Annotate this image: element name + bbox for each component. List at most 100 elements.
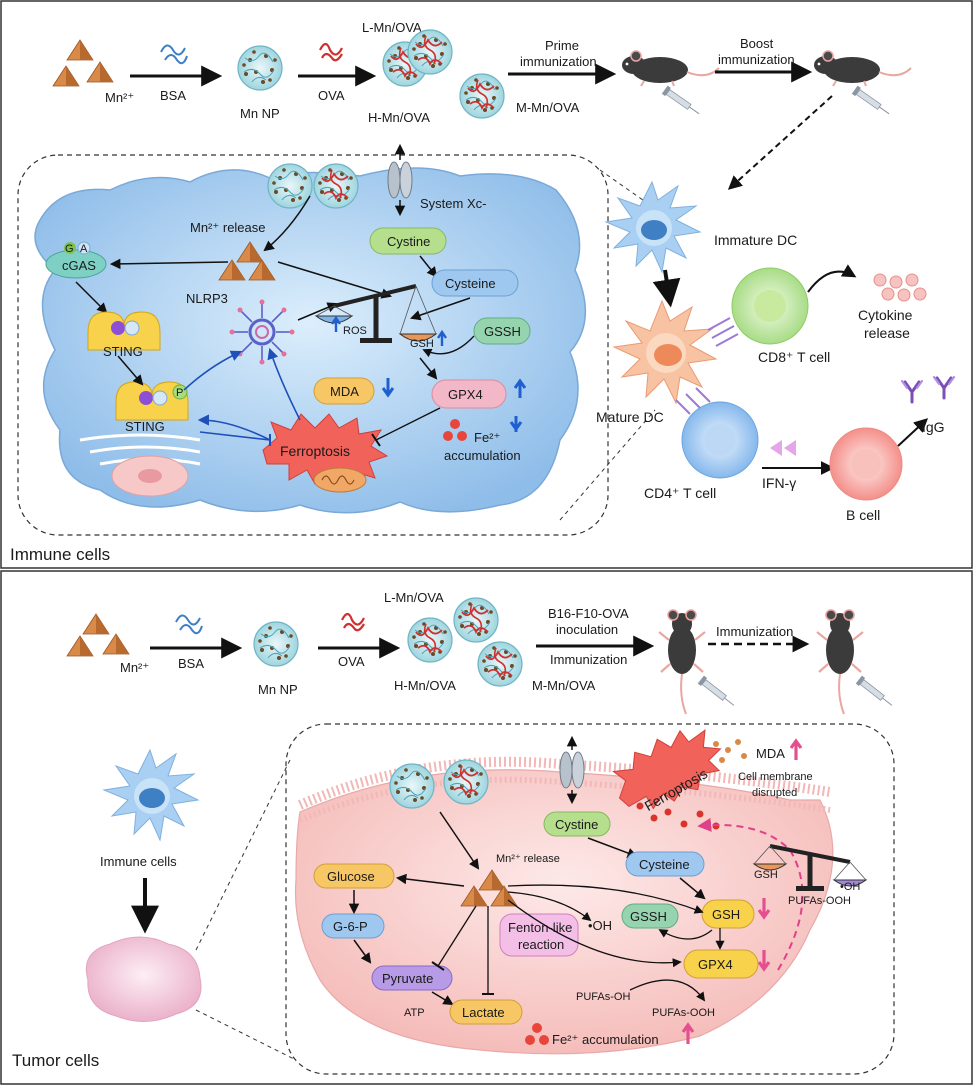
- immune-cells-label: Immune cells: [100, 854, 177, 869]
- arrow: [507, 884, 704, 914]
- sting-icon: [115, 381, 189, 421]
- g-label: G: [65, 243, 74, 255]
- nanoparticle-ova-icon: [444, 760, 488, 804]
- nanoparticle-ova-icon: [478, 642, 522, 686]
- atp-label: ATP: [404, 1007, 425, 1019]
- gpx4-pill: [683, 949, 759, 979]
- tcr-icon: [707, 317, 739, 347]
- arrow: [587, 837, 638, 858]
- pyruvate-pill: [371, 965, 453, 991]
- sting-icon: [87, 311, 161, 351]
- balance-pufas-label: PUFAs-OOH: [788, 895, 851, 907]
- l-mn-ova-label: L-Mn/OVA: [362, 20, 422, 35]
- arrow: [197, 414, 271, 441]
- immature-dc-label: Immature DC: [714, 232, 797, 248]
- ova-protein-icon: [319, 42, 343, 62]
- immunization-label-b: Immunization: [716, 624, 793, 639]
- fe-accum-label: Fe²⁺ accumulation: [552, 1032, 659, 1047]
- zoom-line: [559, 409, 656, 521]
- cd4-label: CD4⁺ T cell: [644, 485, 716, 501]
- cytokine-icon: [873, 273, 927, 302]
- up-arrow-icon: [681, 1022, 695, 1044]
- oh-label: •OH: [588, 918, 612, 933]
- gssh-pill: [473, 317, 531, 345]
- fe-label: Fe²⁺: [474, 430, 500, 445]
- gssh-label: GSSH: [484, 324, 521, 339]
- inhibit-bar: [371, 433, 381, 447]
- ferroptosis-label: Ferroptosis: [280, 443, 350, 459]
- gpx4-label: GPX4: [698, 957, 733, 972]
- mn-np-label: Mn NP: [240, 106, 280, 121]
- fe-dots-icon: [525, 1023, 549, 1045]
- bsa-protein-icon: [160, 44, 188, 65]
- arrow: [277, 261, 393, 299]
- cytokine-label-2: release: [864, 325, 910, 341]
- arrow: [410, 297, 471, 321]
- down-arrow-icon: [757, 898, 771, 920]
- ferroptosis-burst: [612, 729, 722, 810]
- nanoparticle-ova-icon: [454, 598, 498, 642]
- mitochondria-icon: [313, 467, 367, 493]
- arrow: [183, 350, 243, 391]
- system-xc-label: System Xc-: [420, 196, 486, 211]
- ifn-label: IFN-γ: [762, 475, 796, 491]
- membrane-label-2: disrupted: [752, 787, 797, 799]
- arrow: [679, 877, 706, 900]
- m-mn-ova-label: M-Mn/OVA: [516, 100, 580, 115]
- prime-label-2: immunization: [520, 54, 597, 69]
- tumor-zoom-box: [285, 723, 895, 1075]
- arrow: [431, 991, 454, 1006]
- nlrp3-inflammasome-icon: [229, 299, 295, 365]
- sting-label: STING: [103, 344, 143, 359]
- arrow: [807, 264, 857, 293]
- boost-label-1: Boost: [740, 36, 774, 51]
- arrow: [507, 891, 592, 922]
- inhibit-line: [199, 431, 271, 441]
- cgas-label: cGAS: [62, 258, 96, 273]
- zoom-line: [195, 759, 291, 951]
- arrow: [897, 418, 929, 447]
- g6p-pill: [321, 913, 385, 939]
- immunization-label-a: Immunization: [550, 652, 627, 667]
- mda-label: MDA: [330, 384, 359, 399]
- h-mn-ova-label: H-Mn/OVA: [394, 678, 456, 693]
- up-arrow-icon: [513, 378, 527, 398]
- balance-gsh-label: GSH: [754, 869, 778, 881]
- lipid-bilayer: [298, 776, 831, 823]
- bsa-label: BSA: [178, 656, 204, 671]
- cysteine-pill: [431, 269, 519, 297]
- top-synthesis-row: Mn²⁺ BSA Mn NP OVA L-Mn/OVA H-Mn/OVA M-M…: [52, 20, 912, 125]
- mda-pill: [313, 377, 375, 405]
- gsh-label: GSH: [410, 338, 434, 350]
- gsh-label: GSH: [712, 907, 740, 922]
- nanoparticle-icon: [389, 763, 435, 809]
- b16-label-1: B16-F10-OVA: [548, 606, 629, 621]
- mn-release-label: Mn²⁺ release: [190, 220, 266, 235]
- cystine-label: Cystine: [555, 817, 598, 832]
- tumor-cell-icon: [85, 936, 202, 1022]
- lactate-label: Lactate: [462, 1005, 505, 1020]
- fe-dots-icon: [443, 419, 467, 441]
- arrow: [658, 929, 713, 940]
- mn-np-label: Mn NP: [258, 682, 298, 697]
- pyruvate-label: Pyruvate: [382, 971, 433, 986]
- immune-zoom-box: [17, 154, 609, 536]
- bsa-protein-icon: [175, 614, 203, 635]
- mn-ion-label: Mn²⁺: [105, 90, 134, 105]
- membrane-label-1: Cell membrane: [738, 771, 813, 783]
- balance-icon: [752, 844, 868, 891]
- cysteine-pill: [625, 851, 705, 877]
- prime-label-1: Prime: [545, 38, 579, 53]
- arrow: [263, 195, 311, 252]
- nanoparticle-icon: [237, 45, 283, 91]
- channel-icon: [559, 735, 585, 805]
- ova-label: OVA: [318, 88, 345, 103]
- zoom-line: [195, 1009, 297, 1061]
- glucose-pill: [313, 863, 395, 889]
- debris-icon: [713, 739, 747, 763]
- arrow: [297, 302, 338, 321]
- channel-icon: [387, 143, 413, 217]
- balance-icon: [314, 284, 438, 343]
- arrow: [439, 811, 480, 870]
